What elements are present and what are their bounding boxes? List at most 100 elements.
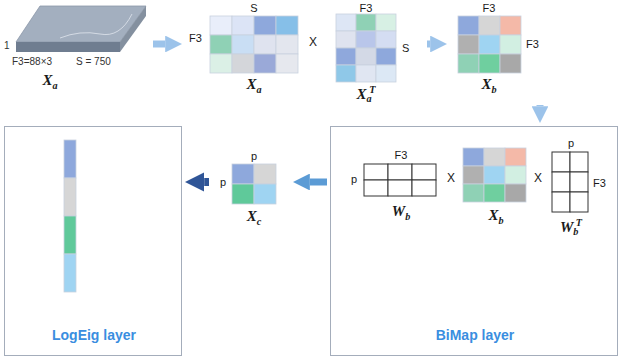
matrix-xc [232, 164, 276, 204]
matrix-group: Xb [461, 145, 531, 237]
cell [232, 54, 254, 73]
matrix-wbt [552, 152, 588, 212]
matrix-group: SF3Xa [185, 2, 310, 102]
dimension-label: S [250, 2, 257, 15]
matrix-group: F3S XaT [328, 2, 424, 107]
cell [376, 48, 396, 65]
dimension-label: S [402, 42, 409, 55]
cell [254, 184, 276, 204]
matrix-name: Xb [481, 76, 496, 95]
cell [570, 152, 588, 172]
cell [412, 164, 436, 180]
cell [210, 35, 232, 54]
cell [336, 31, 356, 48]
cell [64, 140, 76, 178]
dimension-label: S = 750 [76, 56, 111, 68]
cell [412, 180, 436, 196]
matrix-group: p pXc [212, 150, 290, 230]
cell [505, 148, 526, 166]
multiply-sign: X [534, 172, 542, 186]
cell [479, 35, 500, 54]
cell [479, 54, 500, 73]
matrix-name: Xa [246, 76, 261, 95]
flow-arrow [153, 41, 165, 48]
cell [484, 166, 505, 184]
slab-texture [60, 14, 132, 38]
cell [500, 35, 521, 54]
matrix-name: WbT [560, 217, 582, 238]
cell [484, 148, 505, 166]
cell [364, 164, 388, 180]
matrix-name: Xc [247, 208, 262, 227]
dimension-label: F3 [526, 38, 539, 51]
cell [232, 16, 254, 35]
cell [552, 152, 570, 172]
matrix-wb [364, 164, 436, 196]
cell [376, 31, 396, 48]
dimension-label: p [251, 150, 257, 163]
flow-arrow [310, 179, 327, 186]
cell [458, 54, 479, 73]
cell [570, 172, 588, 192]
vector-bar [64, 140, 76, 292]
matrix-xb-inner [463, 148, 526, 202]
matrix-group: F3F3Xb [450, 2, 550, 102]
cell [336, 14, 356, 31]
cell [570, 192, 588, 212]
cell [458, 35, 479, 54]
cell [276, 54, 298, 73]
dimension-label: F3 [593, 177, 606, 190]
multiply-sign: X [309, 36, 317, 50]
slab-front [16, 42, 120, 52]
cell [232, 164, 254, 184]
matrix-name: XaT [357, 84, 376, 105]
dimension-label: F3 [395, 149, 408, 162]
matrix-name: Wb [392, 203, 410, 222]
matrix-group: pF3WbT [547, 137, 617, 240]
cell [356, 65, 376, 82]
cell [232, 35, 254, 54]
flow-arrow [427, 41, 430, 48]
cell [458, 16, 479, 35]
cell [254, 164, 276, 184]
cell [254, 16, 276, 35]
dimension-label: F3 [483, 2, 496, 15]
cell [336, 65, 356, 82]
tensor-slab: 1F3=88×3S = 750Xa [2, 2, 150, 94]
cell [64, 216, 76, 254]
layer-box: LogEig layer [4, 126, 182, 356]
layer-title: LogEig layer [52, 327, 136, 343]
multiply-sign: X [447, 172, 455, 186]
cell [276, 35, 298, 54]
cell [376, 65, 396, 82]
cell [64, 254, 76, 292]
cell [479, 16, 500, 35]
cell [64, 178, 76, 216]
layer-box: BiMap layerF3pWbXbpF3WbT [330, 126, 618, 356]
matrix-name: Xb [488, 207, 503, 226]
matrix-name: Xa [42, 72, 57, 91]
dimension-label: p [220, 176, 226, 189]
cell [254, 54, 276, 73]
cell [336, 48, 356, 65]
matrix-xa [210, 16, 298, 73]
cell [388, 164, 412, 180]
cell [210, 54, 232, 73]
dimension-label: 1 [4, 40, 10, 52]
cell [210, 16, 232, 35]
flow-arrow [537, 105, 544, 106]
cell [463, 184, 484, 202]
slab-side [120, 6, 146, 52]
cell [356, 14, 376, 31]
layer-title: BiMap layer [436, 327, 515, 343]
cell [376, 14, 396, 31]
dimension-label: p [568, 137, 574, 150]
cell [484, 184, 505, 202]
dimension-label: F3 [360, 2, 373, 15]
cell [254, 35, 276, 54]
dimension-label: p [351, 173, 357, 186]
cell [388, 180, 412, 196]
cell [356, 48, 376, 65]
